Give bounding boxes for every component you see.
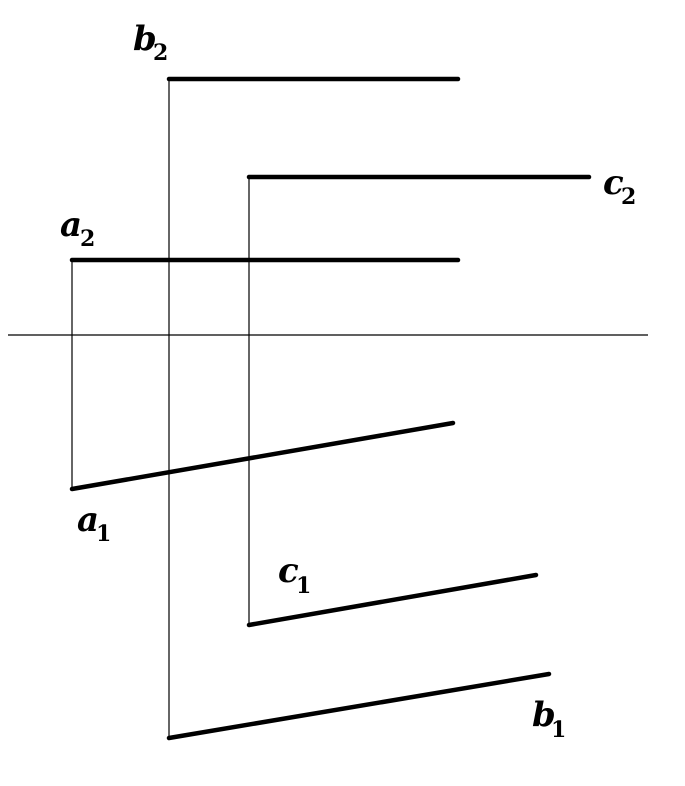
label-b2-letter: b — [133, 19, 157, 59]
label-b1: b 1 — [532, 695, 566, 743]
label-a1-subscript: 1 — [96, 521, 111, 547]
label-c1: c 1 — [278, 551, 311, 599]
label-b2: b 2 — [133, 19, 168, 66]
label-b1-letter: b — [532, 695, 556, 735]
label-c2-subscript: 2 — [621, 184, 636, 210]
label-a2-letter: a — [60, 205, 82, 245]
label-c1-subscript: 1 — [296, 573, 311, 599]
label-c1-letter: c — [278, 551, 299, 591]
label-a1-letter: a — [77, 500, 99, 540]
segment-c1 — [246, 572, 539, 628]
label-c2-letter: c — [603, 163, 624, 203]
segment-a1 — [69, 420, 456, 492]
label-b2-subscript: 2 — [153, 40, 168, 66]
label-b1-subscript: 1 — [551, 717, 566, 743]
segment-b1 — [166, 671, 552, 741]
label-a2: a 2 — [60, 205, 95, 252]
label-c2: c 2 — [603, 163, 636, 210]
label-a1: a 1 — [77, 500, 111, 547]
label-a2-subscript: 2 — [80, 226, 95, 252]
